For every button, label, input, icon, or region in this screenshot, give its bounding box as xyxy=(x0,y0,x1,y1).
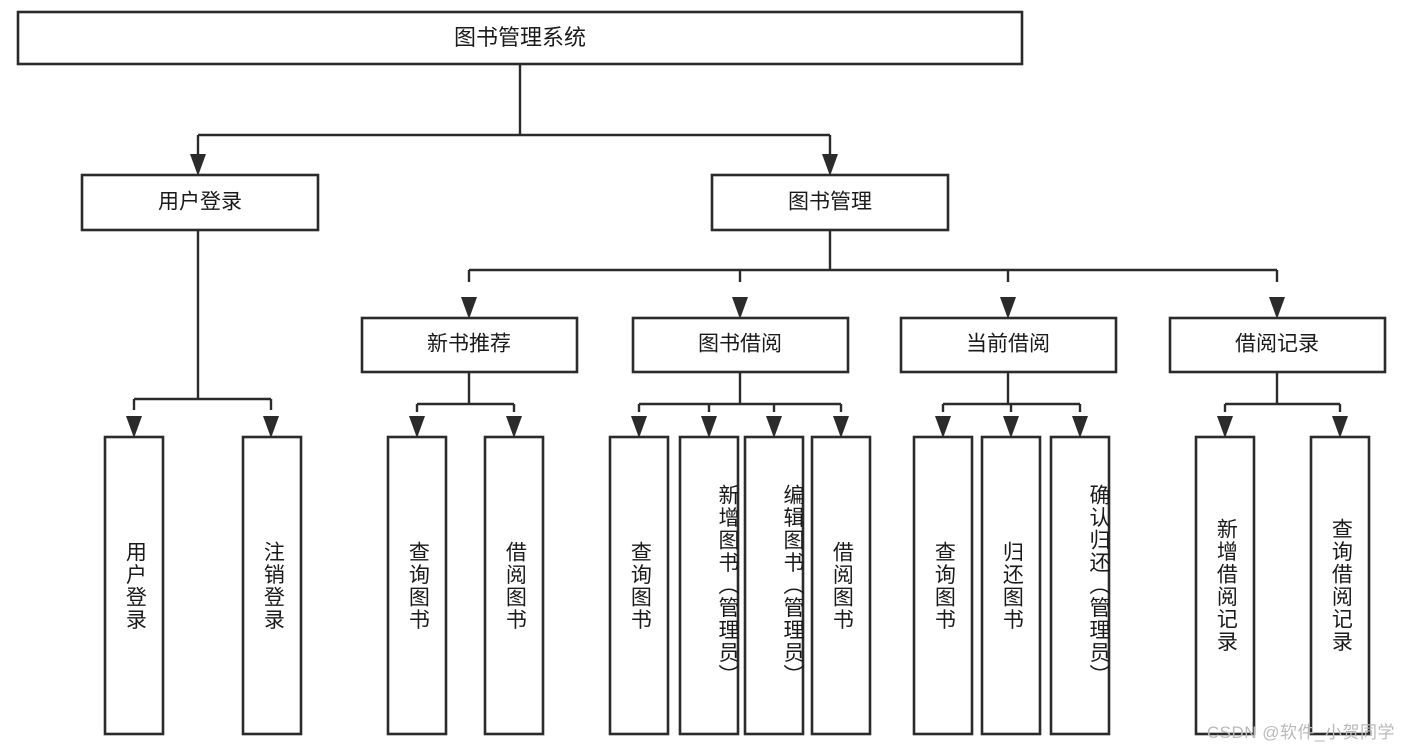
leaf-box-current-query[interactable] xyxy=(912,435,974,736)
node-root-label: 图书管理系统 xyxy=(454,25,586,50)
leaf-box-new-book-borrow[interactable] xyxy=(483,435,545,736)
node-current-borrow-label: 当前借阅 xyxy=(966,333,1050,356)
node-borrow-record-label: 借阅记录 xyxy=(1235,333,1319,356)
node-new-book-recommend[interactable]: 新书推荐 xyxy=(360,316,579,374)
node-book-borrow-label: 图书借阅 xyxy=(698,333,782,356)
leaf-box-record-query[interactable] xyxy=(1309,435,1371,736)
leaf-box-current-return[interactable] xyxy=(980,435,1042,736)
leaf-box-new-book-query[interactable] xyxy=(386,435,448,736)
node-book-borrow[interactable]: 图书借阅 xyxy=(631,316,850,374)
node-new-book-recommend-label: 新书推荐 xyxy=(427,333,511,356)
connector-borrow-record-to-leaves xyxy=(1217,372,1348,438)
leaf-box-borrow-add-admin[interactable] xyxy=(678,435,740,736)
node-current-borrow[interactable]: 当前借阅 xyxy=(899,316,1118,374)
leaf-box-borrow-edit-admin[interactable] xyxy=(743,435,805,736)
connector-root-to-level2 xyxy=(190,64,838,176)
connector-user-login-to-leaves xyxy=(126,230,279,438)
node-user-login[interactable]: 用户登录 xyxy=(80,173,320,232)
connector-current-borrow-to-leaves xyxy=(935,372,1088,438)
leaf-box-user-login-logout[interactable] xyxy=(241,435,303,736)
node-root-system[interactable]: 图书管理系统 xyxy=(16,10,1024,66)
node-book-management-label: 图书管理 xyxy=(788,191,872,214)
connector-book-mgmt-to-level3 xyxy=(461,230,1285,319)
leaf-box-record-add[interactable] xyxy=(1194,435,1256,736)
connector-book-borrow-to-leaves xyxy=(631,372,849,438)
connector-new-book-to-leaves xyxy=(409,372,522,438)
node-borrow-record[interactable]: 借阅记录 xyxy=(1168,316,1387,374)
node-book-management[interactable]: 图书管理 xyxy=(710,173,950,232)
node-user-login-label: 用户登录 xyxy=(158,191,242,214)
watermark-text: CSDN @软件_小贺同学 xyxy=(1206,723,1395,742)
leaf-box-borrow-lend[interactable] xyxy=(810,435,872,736)
leaf-box-user-login-login[interactable] xyxy=(103,435,165,736)
leaf-box-current-confirm-return-admin[interactable] xyxy=(1049,435,1111,736)
leaf-box-borrow-query[interactable] xyxy=(608,435,670,736)
